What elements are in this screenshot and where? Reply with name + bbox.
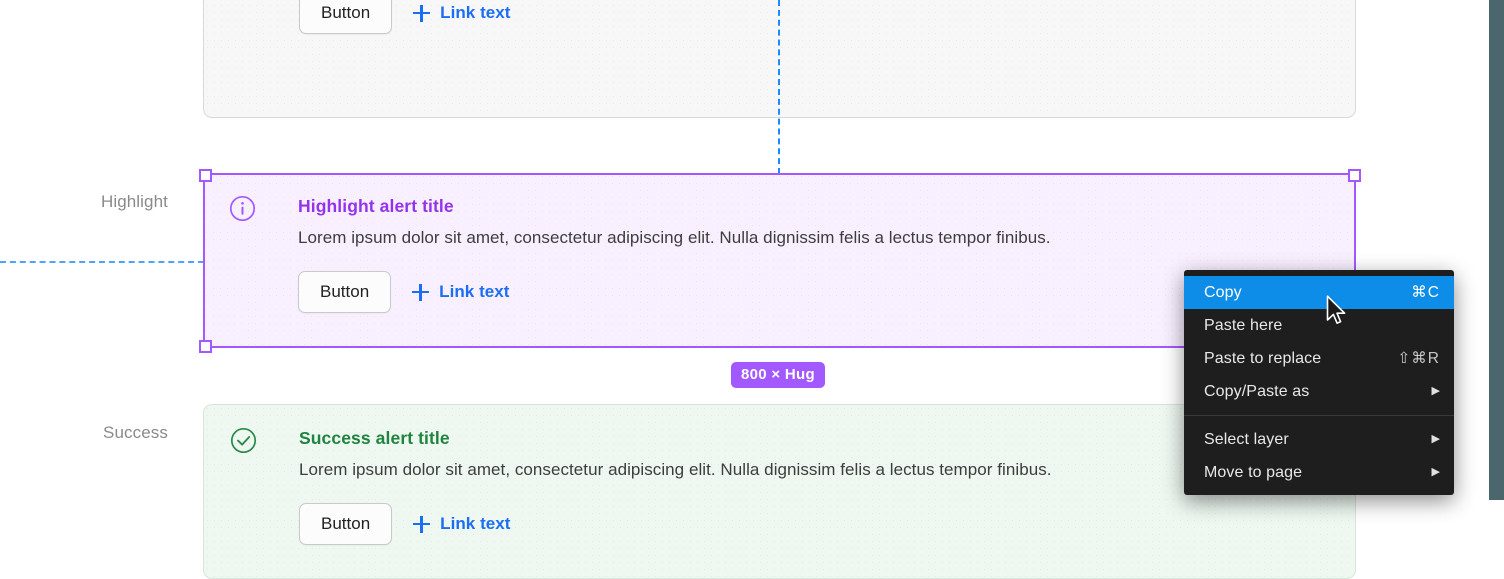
context-menu[interactable]: Copy ⌘C Paste here Paste to replace ⇧⌘R … — [1184, 270, 1454, 495]
alert-description: Lorem ipsum dolor sit amet, consectetur … — [299, 460, 1052, 479]
menu-item-copy[interactable]: Copy ⌘C — [1184, 276, 1454, 309]
menu-separator — [1184, 415, 1454, 416]
menu-item-label: Paste here — [1204, 316, 1283, 334]
menu-item-select-layer[interactable]: Select layer ▶ — [1184, 423, 1454, 456]
alert-actions: Button Link text — [299, 0, 1329, 34]
alert-button[interactable]: Button — [299, 503, 393, 545]
alert-title: Success alert title — [299, 428, 450, 448]
row-label-success: Success — [103, 423, 168, 442]
menu-item-shortcut: ⇧⌘R — [1397, 350, 1440, 367]
plus-icon — [412, 283, 430, 301]
plus-icon — [413, 4, 431, 22]
alert-link[interactable]: Link text — [413, 514, 510, 534]
panel-edge-strip — [1489, 0, 1504, 500]
chevron-right-icon: ▶ — [1431, 433, 1440, 445]
plus-icon — [413, 515, 431, 533]
menu-item-label: Move to page — [1204, 463, 1303, 481]
menu-item-paste-here[interactable]: Paste here — [1184, 309, 1454, 342]
menu-item-label: Copy — [1204, 283, 1242, 301]
alert-actions: Button Link text — [298, 271, 1330, 313]
alert-description: Lorem ipsum dolor sit amet, consectetur … — [298, 228, 1051, 247]
alert-card-highlight[interactable]: Highlight alert title Lorem ipsum dolor … — [203, 173, 1356, 348]
selection-size-badge: 800 × Hug — [731, 362, 825, 388]
alert-actions: Button Link text — [299, 503, 1329, 545]
menu-item-shortcut: ⌘C — [1411, 284, 1440, 301]
smart-guide-vertical — [778, 0, 780, 174]
alert-link[interactable]: Link text — [413, 3, 510, 23]
alert-link-label: Link text — [440, 514, 511, 533]
menu-item-label: Copy/Paste as — [1204, 382, 1310, 400]
alert-title: Highlight alert title — [298, 196, 454, 216]
menu-item-paste-to-replace[interactable]: Paste to replace ⇧⌘R — [1184, 342, 1454, 375]
alert-link-label: Link text — [440, 3, 511, 22]
alert-button[interactable]: Button — [298, 271, 392, 313]
menu-item-label: Paste to replace — [1204, 349, 1322, 367]
alert-link-label: Link text — [439, 282, 510, 301]
chevron-right-icon: ▶ — [1431, 385, 1440, 397]
info-circle-icon — [229, 195, 256, 222]
alert-link[interactable]: Link text — [412, 282, 509, 302]
row-label-highlight: Highlight — [100, 192, 168, 211]
chevron-right-icon: ▶ — [1431, 466, 1440, 478]
menu-item-move-to-page[interactable]: Move to page ▶ — [1184, 456, 1454, 489]
menu-item-label: Select layer — [1204, 430, 1289, 448]
smart-guide-horizontal — [0, 261, 204, 263]
alert-button[interactable]: Button — [299, 0, 393, 34]
menu-item-copy-paste-as[interactable]: Copy/Paste as ▶ — [1184, 375, 1454, 408]
check-circle-icon — [230, 427, 257, 454]
